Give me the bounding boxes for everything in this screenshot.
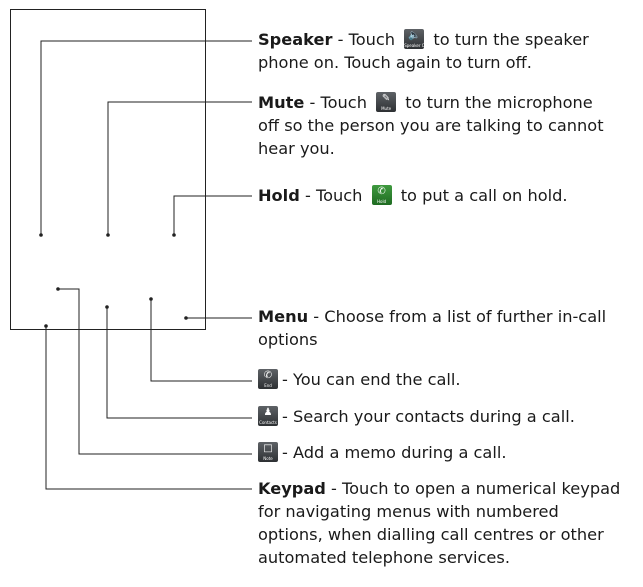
speaker-callout-line <box>40 40 252 235</box>
contacts-description: ♟Contacts- Search your contacts during a… <box>258 406 575 426</box>
keypad-description-line3: options, when dialling call centres or o… <box>258 525 604 544</box>
contacts-icon: ♟Contacts <box>258 406 278 426</box>
contacts-callout-line <box>106 307 252 419</box>
hold-callout-line <box>173 195 252 235</box>
menu-description-line2: options <box>258 330 318 349</box>
phone-end-icon: ✆End <box>258 369 278 389</box>
hold-description: Hold - Touch ✆Hold to put a call on hold… <box>258 185 568 205</box>
hold-title: Hold <box>258 186 300 205</box>
menu-description: Menu - Choose from a list of further in-… <box>258 307 607 326</box>
note-description: □Note- Add a memo during a call. <box>258 442 506 465</box>
note-callout-line <box>58 288 252 455</box>
mute-title: Mute <box>258 93 305 112</box>
keypad-title: Keypad <box>258 479 326 498</box>
end-description: ✆End- You can end the call. <box>258 369 461 392</box>
speaker-title: Speaker <box>258 30 333 49</box>
menu-title: Menu <box>258 307 309 326</box>
mute-callout-line <box>107 101 252 235</box>
hold-phone-icon: ✆Hold <box>371 185 392 205</box>
speaker-description-line2: phone on. Touch again to turn off. <box>258 53 532 72</box>
microphone-mute-icon: ✎Mute <box>376 92 397 112</box>
mute-description: Mute - Touch ✎Mute to turn the microphon… <box>258 92 593 112</box>
phone-screen-outline <box>10 9 206 330</box>
speaker-icon: 🔈Speaker On <box>404 29 428 49</box>
keypad-callout-line <box>45 326 252 490</box>
keypad-description-line4: automated telephone services. <box>258 548 510 567</box>
keypad-description-line2: for navigating menus with numbered <box>258 502 559 521</box>
note-icon: □Note <box>258 442 278 462</box>
speaker-description: Speaker - Touch 🔈Speaker On to turn the … <box>258 29 589 49</box>
mute-description-line3: hear you. <box>258 139 335 158</box>
keypad-description: Keypad - Touch to open a numerical keypa… <box>258 479 621 498</box>
mute-description-line2: off so the person you are talking to can… <box>258 116 604 135</box>
end-callout-line <box>150 299 252 382</box>
